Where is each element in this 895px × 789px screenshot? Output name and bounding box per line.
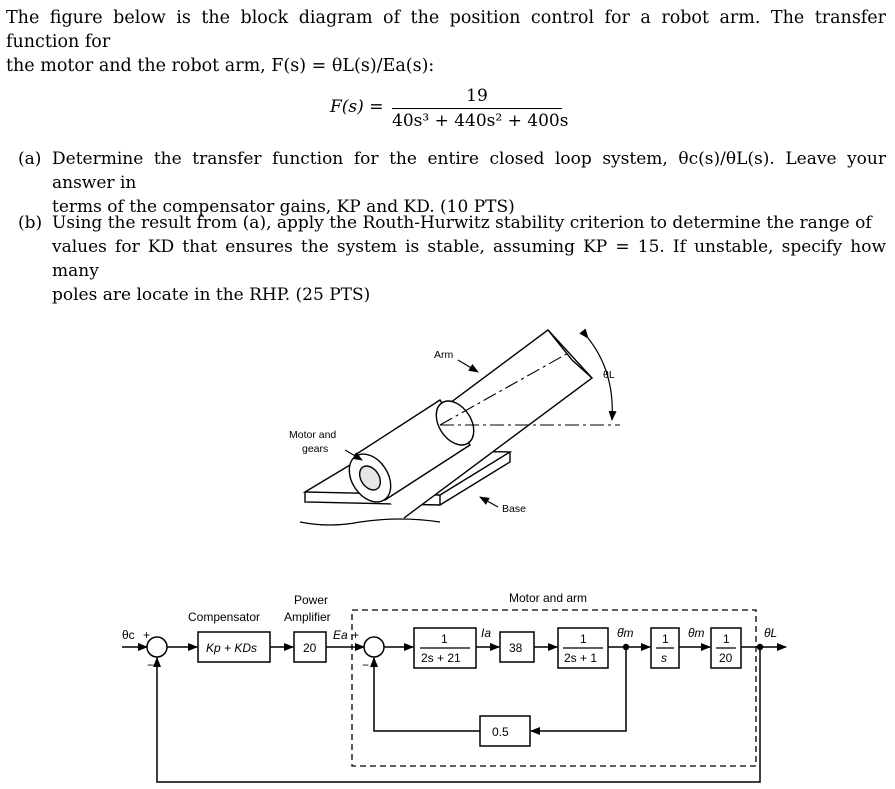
block1-numerator: 1 xyxy=(441,632,448,646)
feedback-gain-box xyxy=(479,715,531,747)
part-b-label: (b) xyxy=(18,213,43,233)
feedback-gain: 0.5 xyxy=(492,725,509,739)
compensator-title: Compensator xyxy=(188,610,260,624)
junction1-minus: − xyxy=(147,658,154,672)
block-diagram xyxy=(122,609,787,783)
power-title-2: Amplifier xyxy=(284,610,331,624)
base-leader xyxy=(479,496,499,508)
block2-numerator: 1 xyxy=(580,632,587,646)
junction2-minus: − xyxy=(362,658,369,672)
power-title-1: Power xyxy=(294,593,328,607)
fraction-bar xyxy=(392,108,562,109)
problem-intro: The figure below is the block diagram of… xyxy=(6,6,886,78)
intro-line-1: The figure below is the block diagram of… xyxy=(6,8,886,52)
amplifier-gain: 20 xyxy=(303,641,317,655)
ia-label: Ia xyxy=(481,626,491,640)
compensator-block: Kp + KDs xyxy=(206,641,257,655)
junction2-plus: + xyxy=(352,628,359,642)
arm-label: Arm xyxy=(434,349,454,361)
compensator-block-box xyxy=(197,631,271,663)
formula-fraction: 19 40s³ + 440s² + 400s xyxy=(392,86,569,131)
output-label: θL xyxy=(764,626,777,640)
formula-lhs: F(s) = xyxy=(330,97,384,117)
motor-leader xyxy=(344,449,363,461)
theta-m-label: θm xyxy=(688,626,705,640)
gear-numerator: 1 xyxy=(723,632,730,646)
robot-arm-illustration xyxy=(299,328,620,526)
arm-leader xyxy=(457,359,479,373)
angle-arc xyxy=(579,328,617,421)
part-a-label: (a) xyxy=(18,149,42,169)
gain-38: 38 xyxy=(509,641,523,655)
part-a-line-1: Determine the transfer function for the … xyxy=(52,149,886,193)
base-label: Base xyxy=(502,503,526,515)
ea-label: Ea xyxy=(333,628,348,642)
part-a-line-2: terms of the compensator gains, KP and K… xyxy=(52,197,515,217)
input-label: θc xyxy=(122,628,135,642)
angle-label: θL xyxy=(603,369,615,381)
integrator-numerator: 1 xyxy=(662,632,669,646)
omega-label: θ̇m xyxy=(617,626,634,640)
junction1-plus: + xyxy=(143,628,150,642)
motor-arm-title: Motor and arm xyxy=(509,591,587,605)
part-b-line-1: Using the result from (a), apply the Rou… xyxy=(52,213,872,233)
block1-denominator: 2s + 21 xyxy=(421,651,461,665)
integrator-denominator: s xyxy=(661,651,667,665)
block2-denominator: 2s + 1 xyxy=(564,651,597,665)
amplifier-block-box xyxy=(293,631,327,663)
gear-denominator: 20 xyxy=(719,651,733,665)
formula-numerator: 19 xyxy=(466,86,488,106)
motor-gears-label-2: gears xyxy=(302,443,328,455)
motor-arm-boundary xyxy=(351,609,757,767)
motor-gears-label-1: Motor and xyxy=(289,429,336,441)
outer-feedback-path xyxy=(153,647,761,783)
intro-line-2: the motor and the robot arm, F(s) = θL(s… xyxy=(6,56,435,76)
ground-line xyxy=(299,518,441,526)
inner-feedback-path xyxy=(530,647,627,735)
part-b-line-2: values for KD that ensures the system is… xyxy=(52,237,886,281)
summing-junction-2 xyxy=(363,636,385,658)
part-b-line-3: poles are locate in the RHP. (25 PTS) xyxy=(52,285,371,305)
formula-denominator: 40s³ + 440s² + 400s xyxy=(392,111,569,131)
